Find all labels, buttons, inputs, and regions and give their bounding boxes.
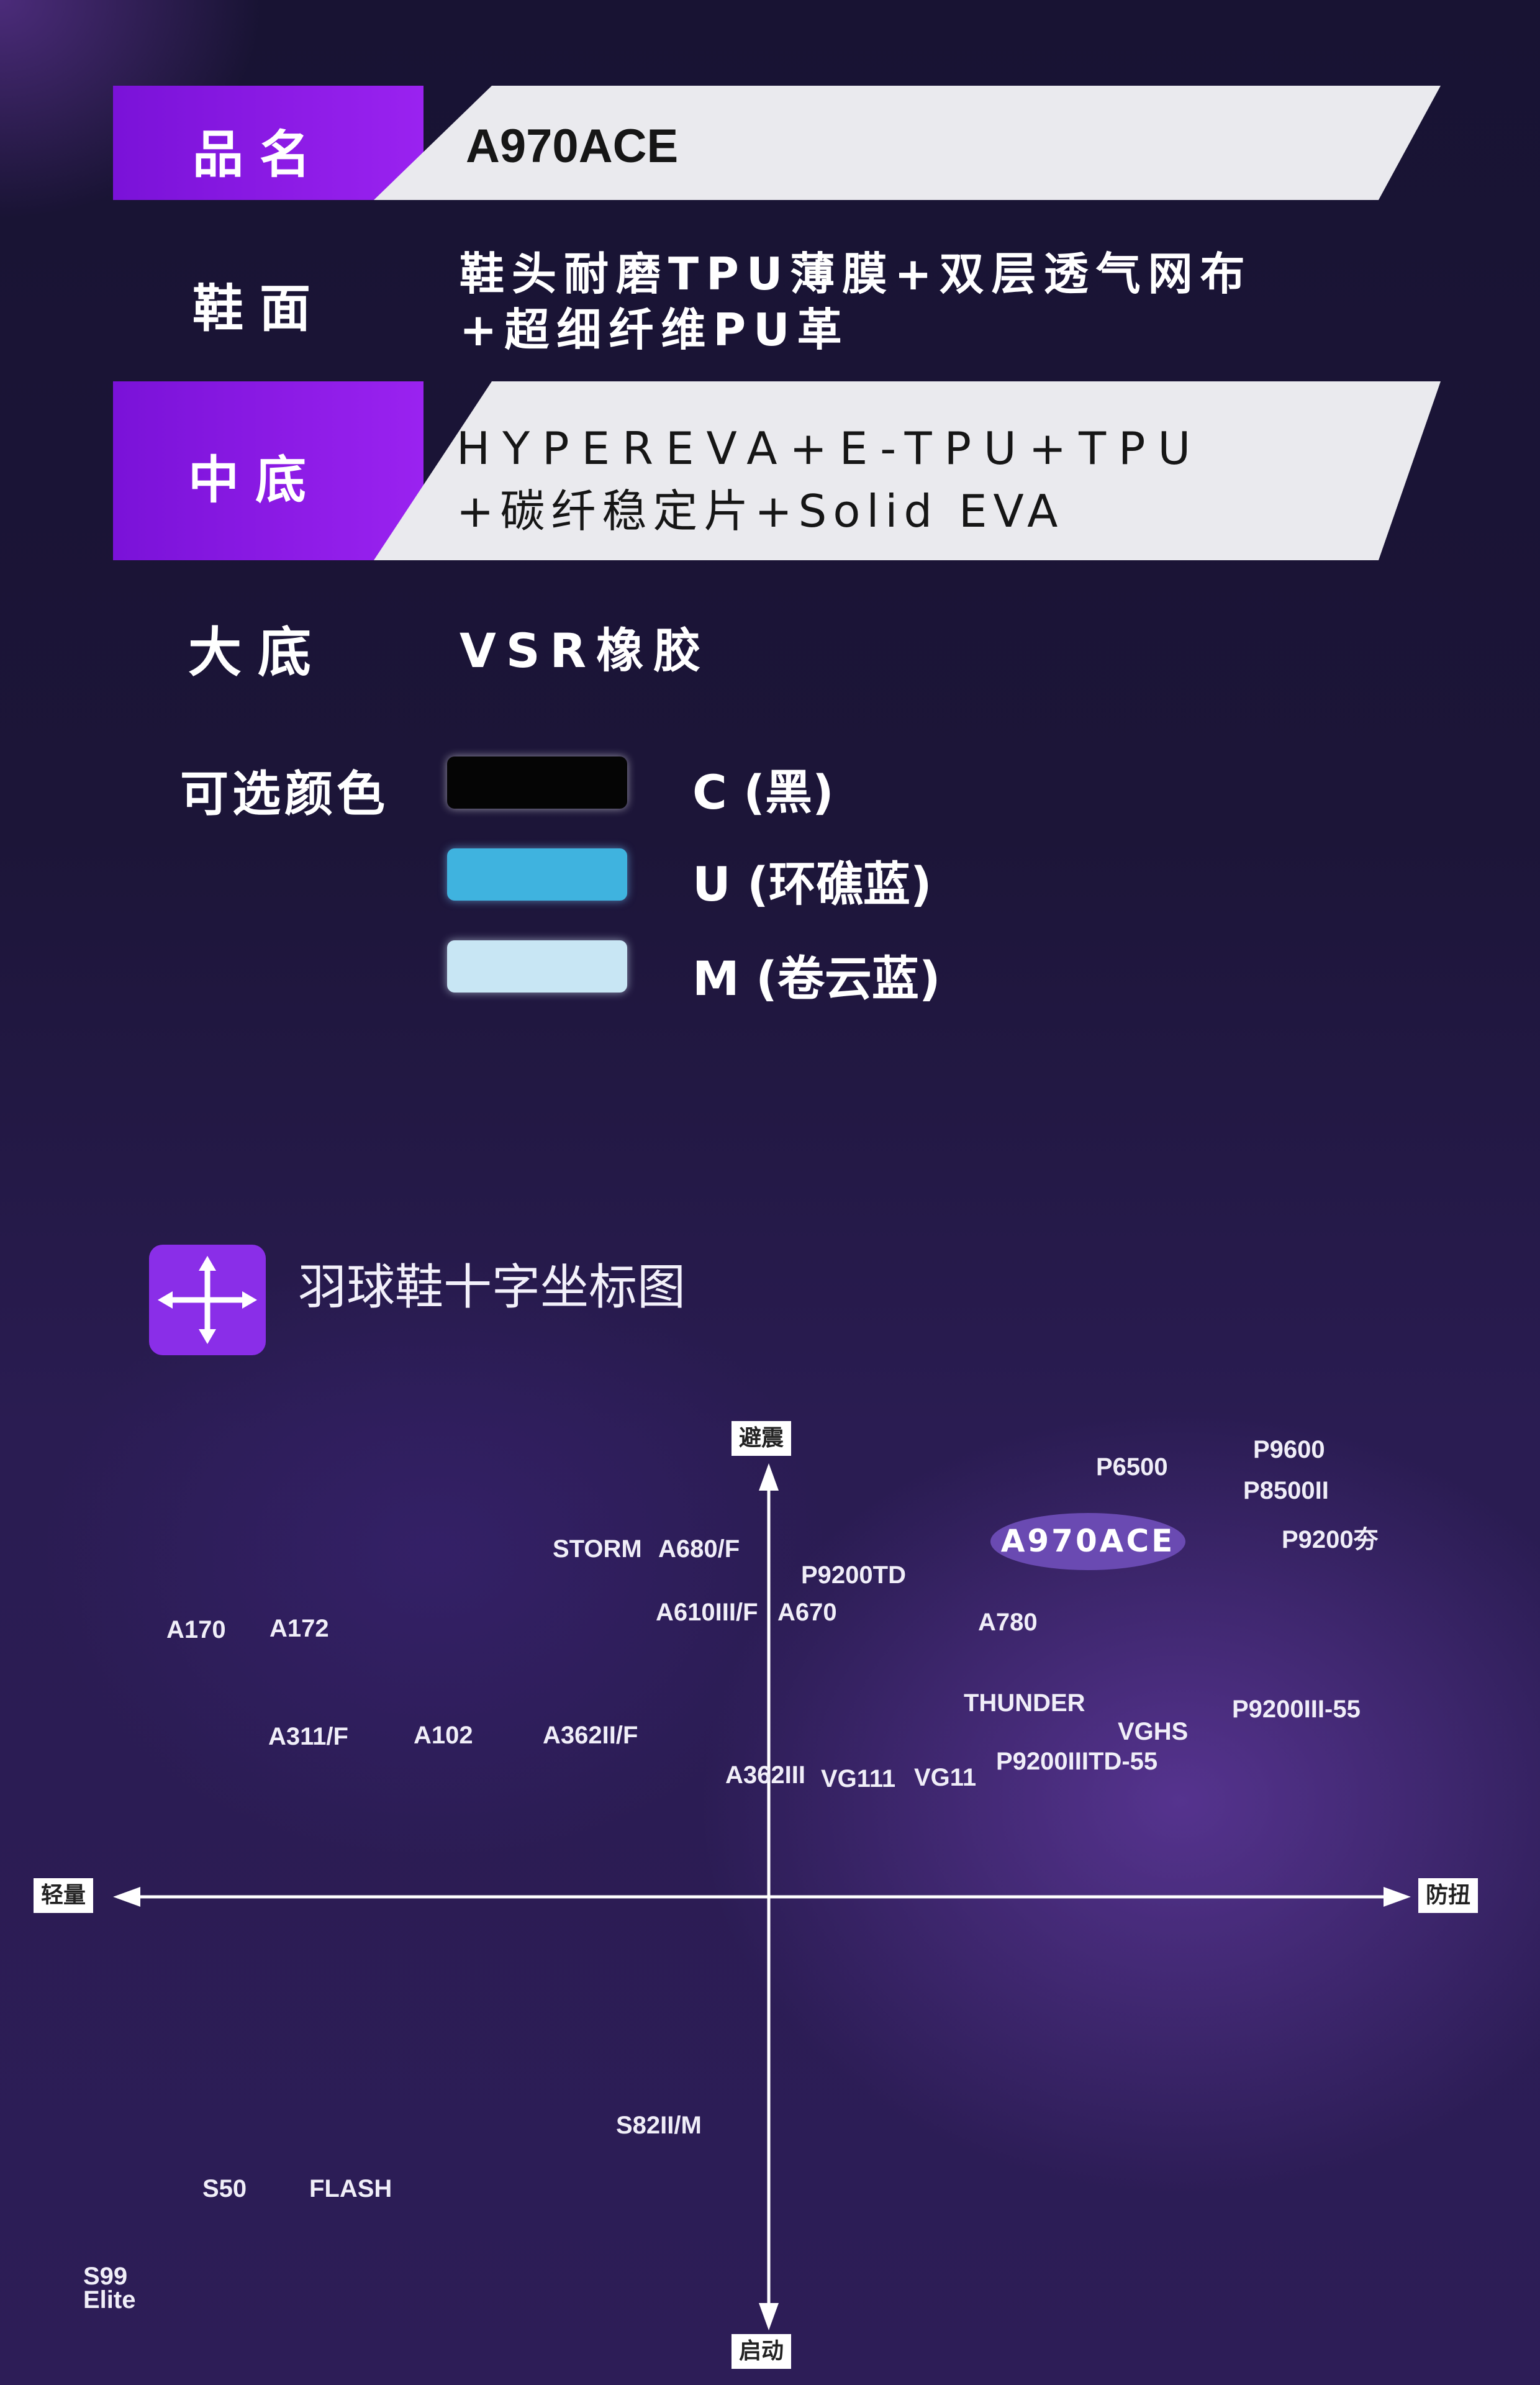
- model-label: S99: [83, 2263, 128, 2290]
- model-label: A610III/F: [656, 1599, 758, 1626]
- model-label: P9200TD: [801, 1561, 906, 1589]
- midsole-label: 中底: [188, 451, 323, 510]
- model-label: P9200夯: [1282, 1526, 1379, 1553]
- model-label: A680/F: [658, 1535, 740, 1563]
- axis-label-top: 避震: [732, 1421, 792, 1456]
- axis-label-bottom: 启动: [732, 2334, 792, 2369]
- model-label: P9200IIITD-55: [996, 1748, 1158, 1775]
- highlight-badge: [990, 1513, 1185, 1570]
- four-arrows-cross-icon: [149, 1245, 266, 1355]
- midsole-row: [113, 381, 1441, 560]
- chart-title: 羽球鞋十字坐标图: [298, 1260, 686, 1315]
- name-row: [113, 86, 1441, 200]
- model-label: STORM: [553, 1535, 642, 1563]
- model-label: FLASH: [309, 2175, 392, 2202]
- model-label: VG11: [914, 1764, 977, 1791]
- model-label: Elite: [83, 2286, 136, 2314]
- model-label: P9600: [1253, 1436, 1325, 1463]
- model-label: A311/F: [268, 1723, 348, 1750]
- name-value: A970ACE: [466, 120, 679, 173]
- model-label: A670: [777, 1599, 837, 1626]
- model-label: A780: [978, 1609, 1038, 1636]
- model-label: A362II/F: [543, 1722, 638, 1749]
- axis-label-left: 轻量: [34, 1878, 94, 1913]
- model-label: VG111: [821, 1765, 896, 1792]
- colors-label: 可选颜色: [180, 766, 389, 822]
- model-label: A362III: [725, 1761, 805, 1789]
- color-label-cirrus-blue: M (卷云蓝): [692, 951, 941, 1006]
- model-label: THUNDER: [964, 1689, 1085, 1717]
- color-swatch-atoll-blue[interactable]: [447, 848, 627, 901]
- outsole-label: 大底: [188, 622, 327, 684]
- upper-label: 鞋面: [192, 279, 327, 338]
- color-label-black: C (黑): [692, 765, 834, 820]
- upper-line2: +超细纤维PU革: [460, 304, 849, 356]
- model-label: S82II/M: [616, 2112, 702, 2139]
- model-label: A170: [166, 1616, 226, 1643]
- model-label: P8500II: [1243, 1477, 1329, 1504]
- color-swatch-black[interactable]: [447, 756, 627, 809]
- midsole-line1: HYPEREVA+E-TPU+TPU: [456, 422, 1203, 475]
- axis-label-right: 防扭: [1418, 1878, 1479, 1913]
- model-label: P6500: [1096, 1453, 1168, 1481]
- model-label: A172: [270, 1615, 329, 1642]
- outsole-value: VSR橡胶: [460, 623, 711, 678]
- model-label: P9200III-55: [1232, 1696, 1361, 1723]
- model-label: A102: [414, 1722, 473, 1749]
- name-label: 品名: [192, 125, 327, 184]
- midsole-line2: +碳纤稳定片+Solid EVA: [456, 485, 1064, 537]
- upper-line1: 鞋头耐磨TPU薄膜+双层透气网布: [460, 248, 1252, 300]
- model-label: S50: [202, 2175, 247, 2202]
- highlight-label: A970ACE: [1000, 1523, 1175, 1559]
- model-label: VGHS: [1118, 1718, 1189, 1745]
- color-label-atoll-blue: U (环礁蓝): [692, 856, 932, 912]
- color-swatch-cirrus-blue[interactable]: [447, 940, 627, 993]
